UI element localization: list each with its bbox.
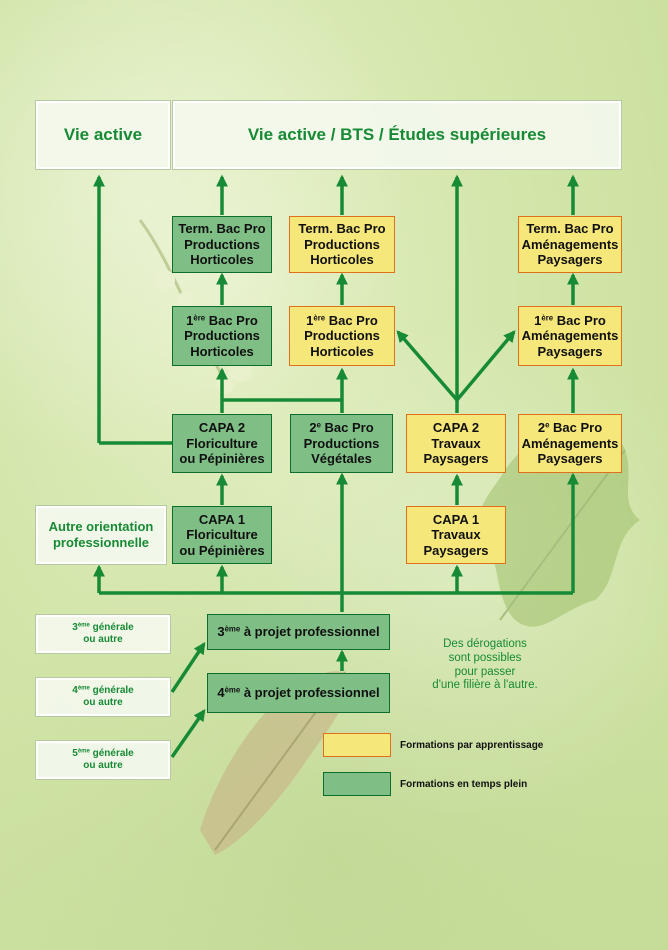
seconde-vegetales-label: 2e Bac Pro Productions Végétales [303, 420, 380, 467]
legend-swatch-temps-plein [323, 772, 391, 796]
premiere-amenag-label: 1ère Bac Pro Aménagements Paysagers [521, 312, 619, 359]
troisieme-projet-professionnel-box: 3ème à projet professionnel [207, 614, 390, 650]
premiere-bac-pro-horticoles-apprentissage: 1ère Bac Pro Productions Horticoles [289, 306, 395, 366]
troisieme-generale-box: 3ème générale ou autre [36, 615, 170, 653]
cinquieme-generale-box: 5ème générale ou autre [36, 741, 170, 779]
vie-active-bts-box: Vie active / BTS / Études supérieures [173, 101, 621, 169]
quatrieme-projet-label: 4ème à projet professionnel [217, 685, 380, 701]
seconde-bac-pro-amenagements-box: 2e Bac Pro Aménagements Paysagers [518, 414, 622, 473]
cinquieme-generale-label: 5ème générale ou autre [72, 748, 134, 771]
autre-orientation-label: Autre orientation professionnelle [48, 519, 154, 550]
premiere-horti-yellow-label: 1ère Bac Pro Productions Horticoles [304, 312, 380, 359]
seconde-amenag-label: 2e Bac Pro Aménagements Paysagers [521, 420, 619, 467]
seconde-bac-pro-vegetales-box: 2e Bac Pro Productions Végétales [290, 414, 393, 473]
vie-active-box: Vie active [36, 101, 170, 169]
capa2-travaux-paysagers-box: CAPA 2 Travaux Paysagers [406, 414, 506, 473]
capa2-floriculture-box: CAPA 2 Floriculture ou Pépinières [172, 414, 272, 473]
capa1-floriculture-box: CAPA 1 Floriculture ou Pépinières [172, 506, 272, 564]
autre-orientation-box: Autre orientation professionnelle [36, 506, 166, 564]
term-horti-yellow-label: Term. Bac Pro Productions Horticoles [298, 221, 386, 268]
term-horti-green-label: Term. Bac Pro Productions Horticoles [178, 221, 266, 268]
capa2-travaux-label: CAPA 2 Travaux Paysagers [423, 420, 489, 467]
premiere-bac-pro-amenagements: 1ère Bac Pro Aménagements Paysagers [518, 306, 622, 366]
capa1-travaux-label: CAPA 1 Travaux Paysagers [423, 511, 489, 558]
quatrieme-generale-label: 4ème générale ou autre [72, 685, 134, 708]
legend-swatch-apprentissage [323, 733, 391, 757]
legend-label-apprentissage: Formations par apprentissage [400, 740, 544, 751]
quatrieme-generale-box: 4ème générale ou autre [36, 678, 170, 716]
term-bac-pro-horticoles-temps-plein: Term. Bac Pro Productions Horticoles [172, 216, 272, 273]
term-bac-pro-horticoles-apprentissage: Term. Bac Pro Productions Horticoles [289, 216, 395, 273]
vie-active-bts-label: Vie active / BTS / Études supérieures [247, 124, 547, 144]
legend-label-temps-plein: Formations en temps plein [400, 779, 528, 790]
troisieme-generale-label: 3ème générale ou autre [72, 622, 134, 645]
capa1-travaux-paysagers-box: CAPA 1 Travaux Paysagers [406, 506, 506, 564]
premiere-horti-green-label: 1ère Bac Pro Productions Horticoles [184, 312, 260, 359]
term-bac-pro-amenagements: Term. Bac Pro Aménagements Paysagers [518, 216, 622, 273]
premiere-bac-pro-horticoles-temps-plein: 1ère Bac Pro Productions Horticoles [172, 306, 272, 366]
term-amenag-label: Term. Bac Pro Aménagements Paysagers [521, 221, 619, 268]
capa1-flori-label: CAPA 1 Floriculture ou Pépinières [179, 511, 265, 558]
vie-active-label: Vie active [63, 124, 143, 144]
derogations-note: Des dérogations sont possibles pour pass… [432, 638, 538, 692]
quatrieme-projet-professionnel-box: 4ème à projet professionnel [207, 673, 390, 713]
capa2-flori-label: CAPA 2 Floriculture ou Pépinières [179, 420, 265, 467]
troisieme-projet-label: 3ème à projet professionnel [217, 624, 380, 640]
